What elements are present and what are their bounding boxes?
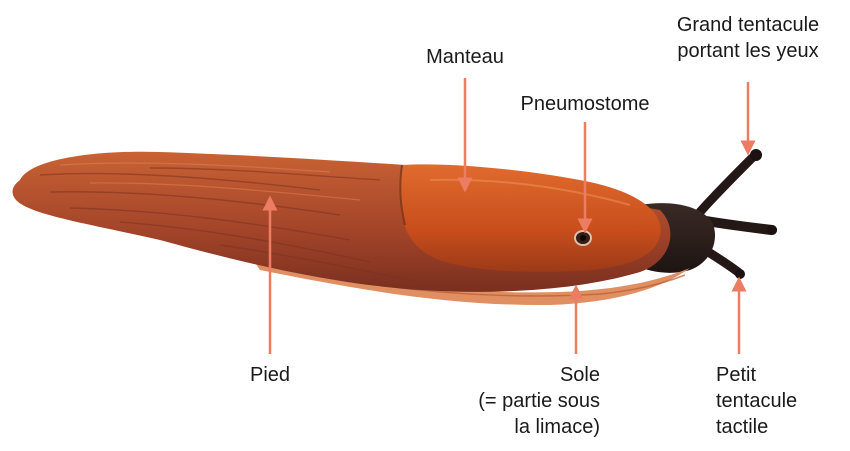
label-pneumostome: Pneumostome — [495, 91, 675, 117]
eye-dot — [750, 149, 762, 161]
label-mantle: Manteau — [405, 44, 525, 70]
label-sole: Sole (= partie sous la limace) — [400, 362, 600, 440]
label-foot: Pied — [230, 362, 310, 388]
label-touch-tentacle: Petit tentacule tactile — [716, 362, 846, 440]
label-eye-tentacle: Grand tentacule portant les yeux — [648, 12, 848, 64]
touch-tentacle — [705, 250, 745, 279]
